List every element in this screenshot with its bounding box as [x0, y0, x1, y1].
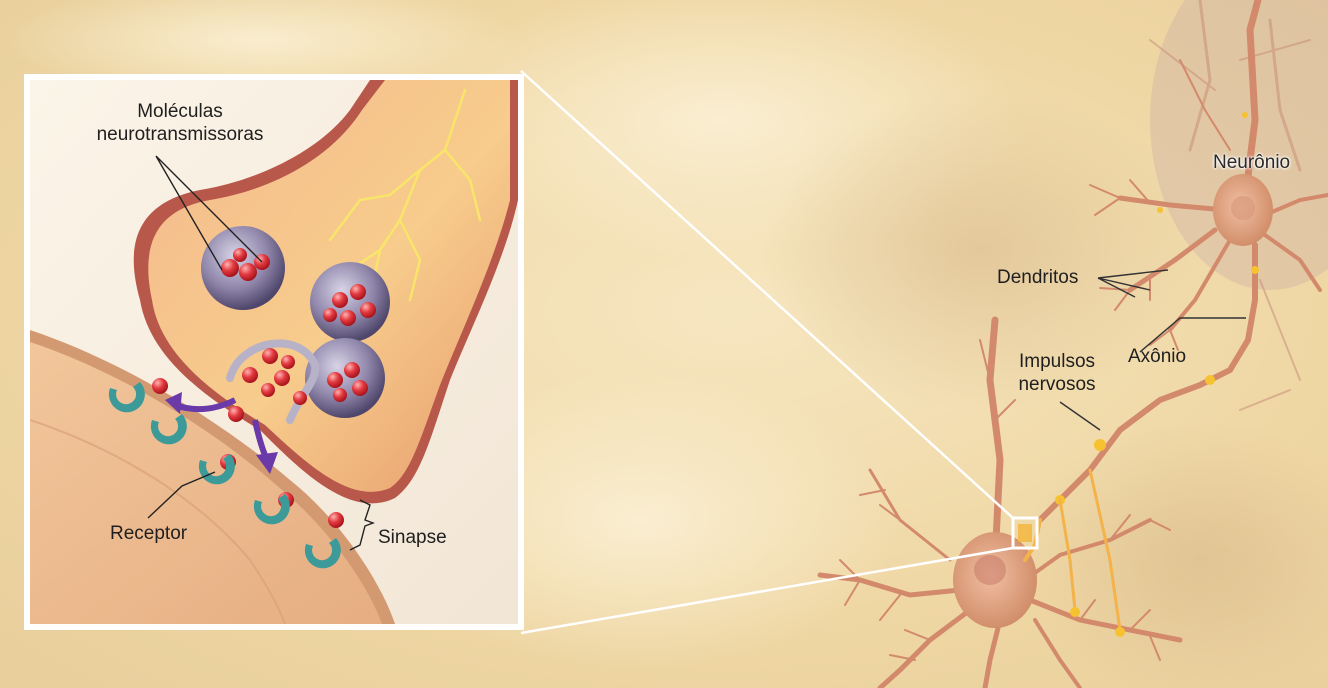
label-neurotransmitter-molecules: Moléculas neurotransmissoras: [80, 100, 280, 146]
label-nerve-impulses: Impulsos nervosos: [1002, 350, 1112, 396]
label-nerve-impulses-line1: Impulsos: [1002, 350, 1112, 373]
label-dendrites: Dendritos: [997, 266, 1078, 289]
label-synapse: Sinapse: [378, 526, 447, 549]
vesicle-1: [201, 226, 285, 310]
label-neuron: Neurônio: [1213, 151, 1290, 174]
label-neurotransmitter-line1: Moléculas: [80, 100, 280, 123]
vesicle-2: [310, 262, 390, 342]
label-axon: Axônio: [1128, 345, 1186, 368]
label-nerve-impulses-line2: nervosos: [1002, 373, 1112, 396]
label-receptor: Receptor: [110, 522, 187, 545]
label-neurotransmitter-line2: neurotransmissoras: [80, 123, 280, 146]
